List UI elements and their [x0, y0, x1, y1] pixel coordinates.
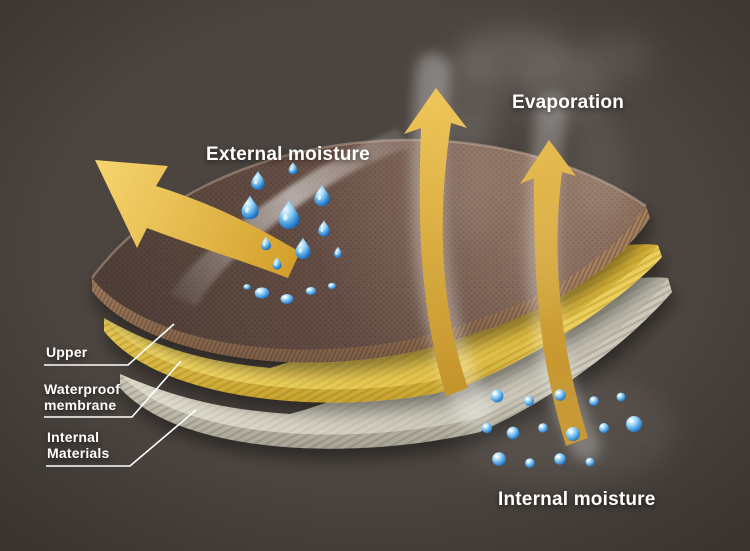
moisture-sphere — [525, 458, 535, 468]
moisture-sphere — [585, 457, 595, 467]
moisture-sphere — [524, 396, 534, 406]
waterproof-membrane-label: Waterproof membrane — [44, 381, 121, 414]
moisture-sphere — [481, 422, 493, 434]
callout-lines — [44, 323, 197, 467]
water-bead — [280, 294, 294, 304]
moisture-sphere — [599, 423, 609, 433]
water-deflection-swoosh — [170, 128, 410, 306]
steam-puffs-front — [446, 115, 675, 485]
moisture-sphere — [492, 452, 506, 466]
water-bead — [328, 282, 336, 290]
external-moisture-label: External moisture — [206, 144, 370, 165]
upper-callout-line — [44, 323, 175, 366]
moisture-sphere — [626, 416, 642, 432]
moisture-sphere — [554, 453, 566, 465]
moisture-sphere — [490, 389, 504, 403]
deflection-arrow — [95, 160, 300, 278]
water-bead — [254, 287, 270, 299]
waterproof-callout-line — [44, 360, 182, 418]
upper-label: Upper — [46, 344, 88, 360]
moisture-sphere — [506, 426, 520, 440]
moisture-sphere — [554, 389, 566, 401]
internal-callout-line — [46, 409, 197, 467]
water-bead — [305, 287, 317, 295]
internal-moisture-label: Internal moisture — [498, 489, 656, 510]
moisture-sphere — [589, 396, 599, 406]
moisture-sphere — [538, 423, 548, 433]
moisture-sphere — [616, 392, 626, 402]
evaporation-label: Evaporation — [512, 92, 624, 113]
upper-layer-sheen — [92, 139, 646, 350]
moisture-sphere — [565, 426, 581, 442]
water-bead — [243, 284, 251, 290]
upper-fabric-layer — [90, 138, 650, 363]
internal-materials-label: Internal Materials — [47, 429, 110, 462]
evaporation-arrow-left — [404, 88, 468, 396]
